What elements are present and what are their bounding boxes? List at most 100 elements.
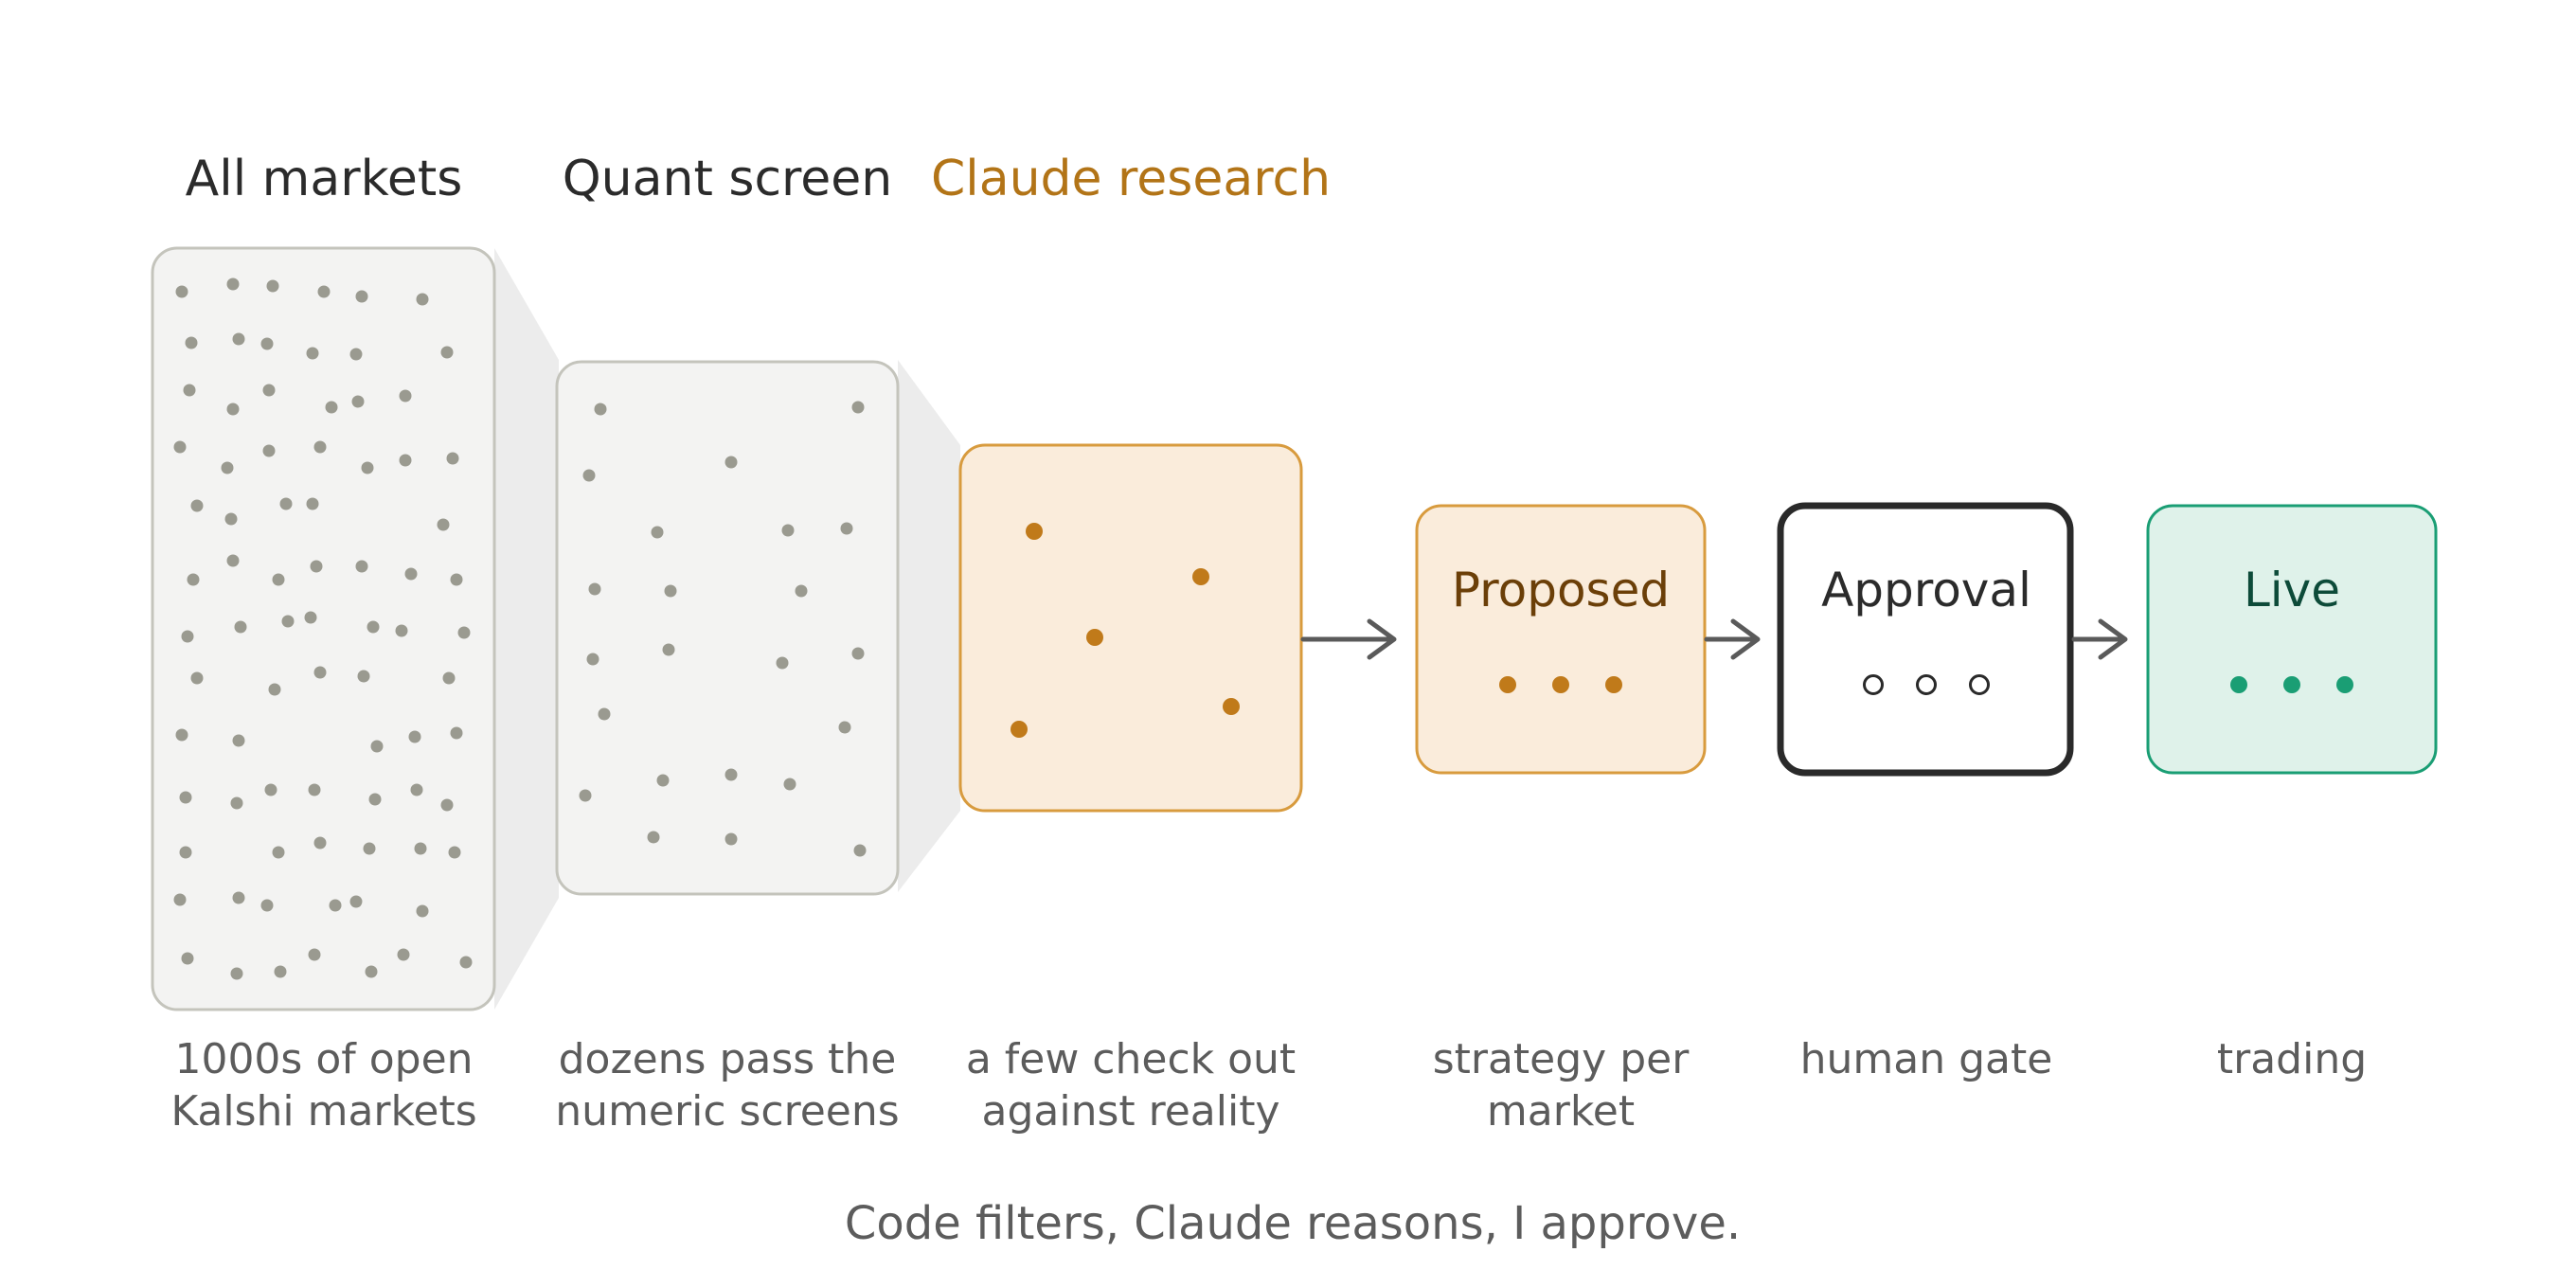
- arrow-right-icon: [1704, 618, 1761, 660]
- market-dot: [306, 347, 319, 360]
- funnel-connector-2: [898, 360, 960, 892]
- live-label: Live: [2244, 563, 2340, 617]
- approval-empty-dot: [1916, 674, 1937, 695]
- market-dot: [272, 573, 285, 586]
- market-dot: [232, 891, 245, 904]
- researched-market-dot: [1192, 568, 1209, 585]
- approval-empty-dot: [1863, 674, 1884, 695]
- screened-market-dot: [776, 656, 789, 670]
- market-dot: [437, 518, 450, 531]
- market-dot: [279, 497, 293, 510]
- market-dot: [221, 461, 234, 474]
- market-dot: [175, 285, 188, 298]
- caption-all-markets-line2: Kalshi markets: [170, 1087, 476, 1136]
- market-dot: [361, 461, 374, 474]
- market-dot: [349, 895, 363, 908]
- market-dot: [410, 783, 423, 796]
- screened-market-dot: [656, 774, 670, 787]
- screened-market-dot: [594, 402, 607, 416]
- researched-market-dot: [1026, 523, 1043, 540]
- researched-market-dot: [1223, 698, 1240, 715]
- title-all-markets: All markets: [186, 151, 463, 207]
- market-dot: [313, 440, 327, 454]
- market-dot: [181, 952, 194, 965]
- market-dot: [187, 573, 200, 586]
- screened-market-dot: [781, 524, 795, 537]
- live-dot: [2283, 676, 2300, 693]
- market-dot: [173, 440, 187, 454]
- market-dot: [306, 497, 319, 510]
- market-dot: [440, 346, 454, 359]
- screened-market-dot: [783, 778, 796, 791]
- live-dot: [2336, 676, 2353, 693]
- market-dot: [179, 846, 192, 859]
- market-dot: [448, 846, 461, 859]
- market-dot: [399, 389, 412, 402]
- market-dot: [414, 842, 427, 855]
- market-dot: [179, 791, 192, 804]
- screened-market-dot: [724, 456, 738, 469]
- market-dot: [351, 395, 365, 408]
- caption-proposed-line1: strategy per: [1433, 1035, 1690, 1083]
- funnel-connector-1: [494, 248, 559, 1010]
- screened-market-dot: [724, 832, 738, 846]
- market-dot: [232, 332, 245, 346]
- market-dot: [457, 626, 471, 639]
- market-dot: [260, 337, 274, 350]
- researched-market-dot: [1086, 629, 1103, 646]
- proposed-dot: [1552, 676, 1569, 693]
- market-dot: [313, 666, 327, 679]
- market-dot: [226, 402, 240, 416]
- market-dot: [416, 293, 429, 306]
- proposed-dot: [1499, 676, 1516, 693]
- market-dot: [365, 965, 378, 978]
- screened-market-dot: [651, 526, 664, 539]
- title-quant-screen: Quant screen: [563, 151, 893, 207]
- market-dot: [266, 279, 279, 293]
- claude-research-box: [958, 443, 1303, 813]
- caption-claude-research-line2: against reality: [981, 1087, 1279, 1136]
- market-dot: [262, 384, 276, 397]
- market-dot: [185, 336, 198, 349]
- caption-all-markets-line1: 1000s of open: [174, 1035, 473, 1083]
- market-dot: [370, 740, 384, 753]
- market-dot: [190, 499, 204, 512]
- market-dot: [325, 401, 338, 414]
- screened-market-dot: [647, 831, 660, 844]
- caption-quant-screen-line2: numeric screens: [555, 1087, 899, 1136]
- market-dot: [310, 560, 323, 573]
- market-dot: [175, 728, 188, 742]
- caption-quant-screen-line1: dozens pass the: [559, 1035, 897, 1083]
- market-dot: [355, 290, 368, 303]
- market-dot: [183, 384, 196, 397]
- market-dot: [264, 783, 277, 796]
- approval-box: [1777, 502, 2074, 777]
- market-dot: [308, 783, 321, 796]
- market-dot: [349, 348, 363, 361]
- market-dot: [397, 948, 410, 961]
- market-dot: [262, 444, 276, 457]
- market-dot: [357, 670, 370, 683]
- market-dot: [399, 454, 412, 467]
- screened-market-dot: [838, 721, 851, 734]
- live-box: [2146, 504, 2438, 775]
- market-dot: [404, 567, 418, 581]
- market-dot: [304, 611, 317, 624]
- market-dot: [268, 683, 281, 696]
- all-markets-box: [151, 246, 496, 1011]
- proposed-box: [1415, 504, 1707, 775]
- screened-market-dot: [582, 469, 596, 482]
- arrow-right-icon: [1300, 618, 1397, 660]
- market-dot: [450, 726, 463, 740]
- market-dot: [368, 793, 382, 806]
- market-dot: [274, 965, 287, 978]
- screened-market-dot: [664, 584, 677, 598]
- caption-live: trading: [2217, 1035, 2367, 1083]
- market-dot: [281, 615, 295, 628]
- claude-research-dots: [1011, 523, 1240, 738]
- live-dot: [2230, 676, 2247, 693]
- market-dot: [446, 452, 459, 465]
- market-dot: [408, 730, 421, 743]
- market-dot: [395, 624, 408, 637]
- screened-market-dot: [724, 768, 738, 781]
